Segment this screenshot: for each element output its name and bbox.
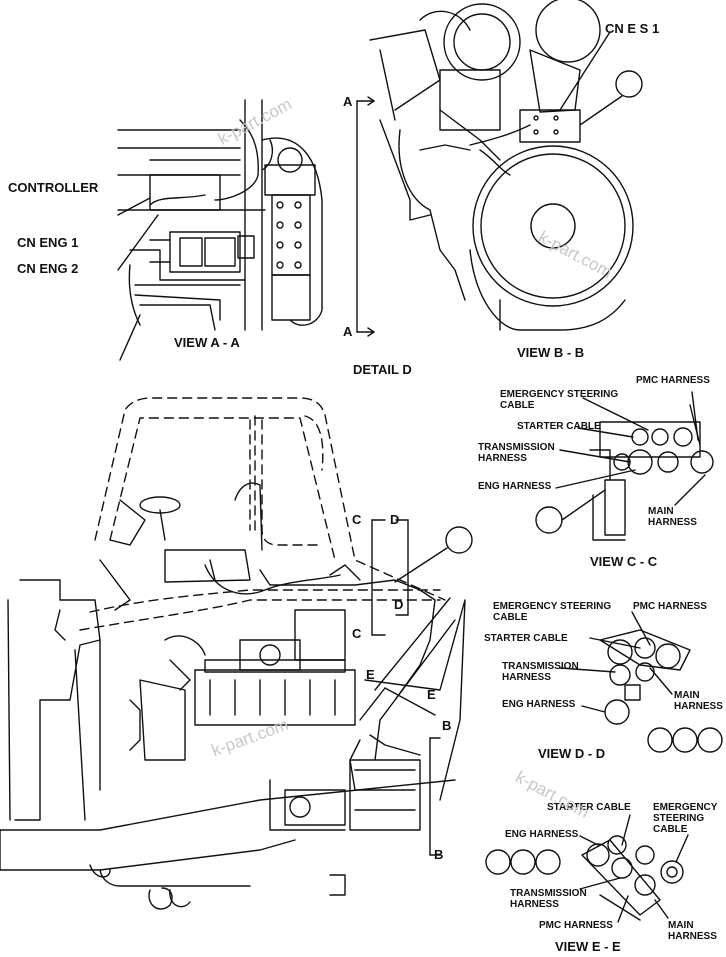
ee-pmc-harness-label: PMC HARNESS xyxy=(539,920,613,931)
view-dd-title: VIEW D - D xyxy=(538,746,606,761)
view-dd-drawing xyxy=(559,611,723,753)
view-bb-drawing xyxy=(356,0,643,337)
dd-eng-harness-label: ENG HARNESS xyxy=(502,699,576,710)
cc-eng-harness-label: ENG HARNESS xyxy=(478,481,552,492)
cn-eng-2-label: CN ENG 2 xyxy=(17,261,79,276)
view-cc-title: VIEW C - C xyxy=(590,554,658,569)
ee-starter-cable-label: STARTER CABLE xyxy=(547,802,631,813)
section-c-bottom-label: C xyxy=(352,626,362,641)
ee-eng-harness-label: ENG HARNESS xyxy=(505,829,579,840)
section-c-top-label: C xyxy=(352,512,362,527)
cc-starter-cable-label: STARTER CABLE xyxy=(517,421,601,432)
view-aa-drawing xyxy=(117,99,323,361)
view-ee-drawing xyxy=(485,814,689,923)
section-b-bottom-label: B xyxy=(434,847,444,862)
detail-d-title: DETAIL D xyxy=(353,362,412,377)
section-b-top-label: B xyxy=(442,718,452,733)
section-a-top-label: A xyxy=(343,94,353,109)
view-ee-title: VIEW E - E xyxy=(555,939,621,954)
main-view-drawing xyxy=(0,397,473,910)
cc-pmc-harness-label: PMC HARNESS xyxy=(636,375,710,386)
controller-label: CONTROLLER xyxy=(8,180,99,195)
dd-pmc-harness-label: PMC HARNESS xyxy=(633,601,707,612)
view-cc-drawing xyxy=(535,391,714,541)
section-d-bottom-label: D xyxy=(394,597,404,612)
view-bb-title: VIEW B - B xyxy=(517,345,585,360)
section-d-top-label: D xyxy=(390,512,400,527)
view-aa-title: VIEW A - A xyxy=(174,335,240,350)
section-a-bottom-label: A xyxy=(343,324,353,339)
section-e-right-label: E xyxy=(427,687,436,702)
dd-starter-cable-label: STARTER CABLE xyxy=(484,633,568,644)
section-e-left-label: E xyxy=(366,667,375,682)
cn-es1-label: CN E S 1 xyxy=(605,21,660,36)
cn-eng-1-label: CN ENG 1 xyxy=(17,235,79,250)
